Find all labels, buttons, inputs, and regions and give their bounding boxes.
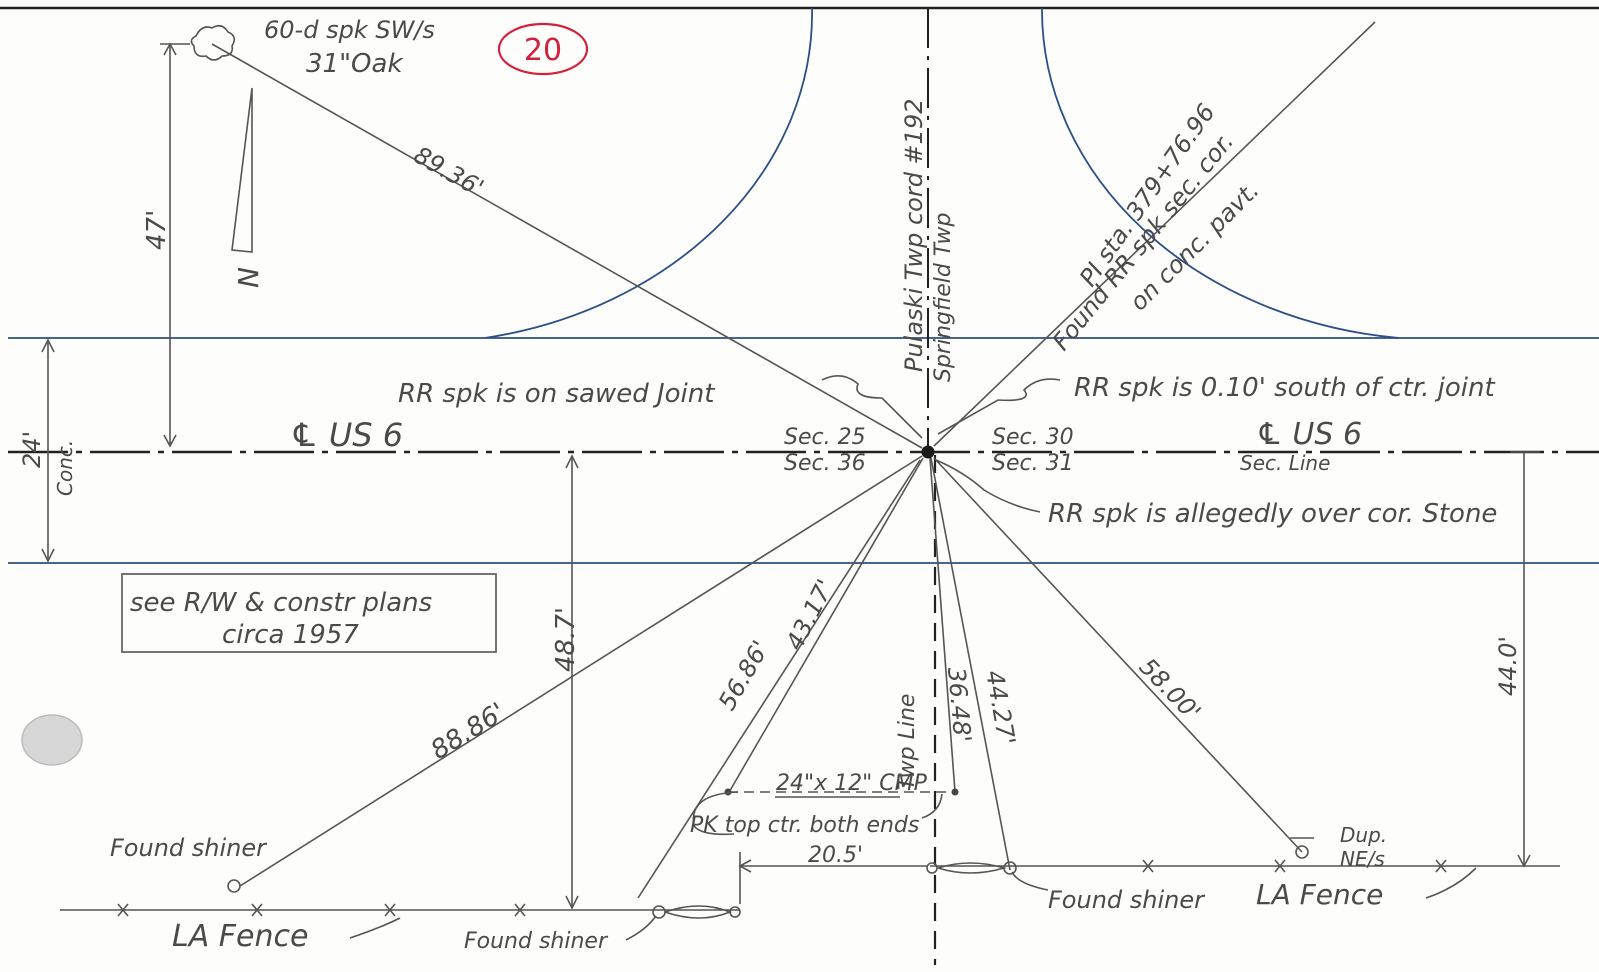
- cmp-end-east: [951, 788, 959, 796]
- fence-x-marks: [117, 859, 1447, 917]
- sec-line-label: Sec. Line: [1240, 451, 1330, 475]
- arrow-head: [565, 895, 579, 910]
- leader-pk-west: [692, 791, 739, 836]
- curve-arc-west: [484, 7, 813, 339]
- dim-sw-shiner-label: 88.86': [426, 697, 511, 766]
- twp-rotated-label: Pulaski Twp cord #192: [900, 99, 928, 372]
- found-shiner-east-label: Found shiner: [1048, 886, 1206, 914]
- curve-arc-east: [1041, 7, 1400, 339]
- binder-hole: [21, 714, 83, 766]
- tie-line-shiner-east: [930, 457, 1011, 871]
- arrow-head: [41, 338, 55, 353]
- leader-sawed-joint: [821, 375, 923, 439]
- found-shiner-bottom-label: Found shiner: [464, 929, 609, 954]
- found-shiner-bottom-marker: [652, 905, 666, 919]
- dim-fence-west-label: 43.17': [780, 575, 839, 655]
- arrow-head: [41, 548, 55, 563]
- sec31-label: Sec. 31: [992, 451, 1074, 476]
- dim-cmp-east-label: 36.48': [942, 666, 976, 743]
- dim-right-vert-label: 44.0': [1494, 636, 1522, 696]
- dim-shiner-east-label: 44.27': [980, 668, 1021, 747]
- dim-conc-width-label: 24': [18, 431, 46, 468]
- leader-alleged: [935, 459, 1041, 513]
- shiner-bow: [664, 905, 733, 919]
- cmp-label: 24"x 12" CMP: [776, 771, 928, 796]
- tie-line-dup: [933, 457, 1303, 853]
- tie-line-pi: [933, 21, 1376, 447]
- found-shiner-sw-marker: [227, 879, 241, 893]
- dim-oak-dist: 89.36': [409, 141, 488, 203]
- sheet-number: 20: [524, 33, 562, 68]
- tie-line-cmp-west: [727, 457, 924, 795]
- dim-left-vert-label: 48.7': [551, 607, 581, 672]
- sec36-label: Sec. 36: [784, 451, 866, 476]
- tree-note-line2: 31"Oak: [306, 49, 403, 79]
- tie-line-oak: [211, 43, 923, 449]
- tie-line-cmp-east: [929, 457, 956, 793]
- tie-line-fence-west: [637, 459, 921, 899]
- leader-shiner-bottom: [625, 915, 657, 941]
- shiner-marker: [926, 862, 938, 874]
- rr-alleged-label: RR spk is allegedly over cor. Stone: [1048, 499, 1497, 529]
- see-plans-box: [121, 573, 497, 653]
- twp-line-label: Twp Line: [895, 694, 920, 790]
- shiner-bow: [937, 862, 1007, 874]
- ne-s-label: NE/s: [1340, 847, 1385, 871]
- rr-south-label: RR spk is 0.10' south of ctr. joint: [1074, 373, 1495, 403]
- sheet-number-circle: [497, 22, 589, 76]
- cl-us6-right-label: ℄ US 6: [1256, 417, 1362, 452]
- arrow-head: [565, 454, 579, 469]
- arrow-head: [163, 434, 177, 448]
- arrow-head: [738, 859, 752, 873]
- la-fence-left-label: LA Fence: [172, 919, 308, 954]
- conc-label: Conc.: [53, 440, 77, 496]
- leader-fence-west: [349, 917, 401, 939]
- tree-note-line1: 60-d spk SW/s: [264, 16, 435, 44]
- sec30-label: Sec. 30: [992, 425, 1074, 450]
- cl-us6-left-label: ℄ US 6: [290, 416, 403, 454]
- springfield-label: Springfield Twp: [931, 213, 956, 382]
- tie-line-sw-shiner: [239, 455, 923, 887]
- leader-pk-east: [921, 793, 943, 819]
- leader-shiner-east: [1011, 871, 1049, 891]
- dim-dup-label: 58.00': [1134, 653, 1206, 727]
- sec25-label: Sec. 25: [784, 425, 866, 450]
- see-plans-line1: see R/W & constr plans: [130, 588, 432, 618]
- dup-marker: [1295, 845, 1309, 859]
- pk-top-label: PK top ctr. both ends: [690, 813, 919, 838]
- leader-fence-east: [1425, 867, 1477, 899]
- found-shiner-sw-label: Found shiner: [110, 834, 268, 862]
- oak-tree-symbol: [190, 24, 236, 61]
- leader-south: [937, 378, 1061, 435]
- section-corner-point: [921, 445, 935, 459]
- dim-cmp-west-label: 56.86': [713, 636, 775, 715]
- dup-label: Dup.: [1340, 823, 1387, 847]
- north-arrow: [231, 87, 253, 253]
- see-plans-line2: circa 1957: [222, 620, 359, 650]
- la-fence-right-label: LA Fence: [1256, 878, 1383, 911]
- dim-oak-vert-label: 47': [142, 210, 172, 250]
- dim-20-5-label: 20.5': [808, 843, 863, 868]
- north-arrow-label: N: [232, 267, 265, 288]
- rr-sawed-label: RR spk is on sawed Joint: [398, 379, 715, 409]
